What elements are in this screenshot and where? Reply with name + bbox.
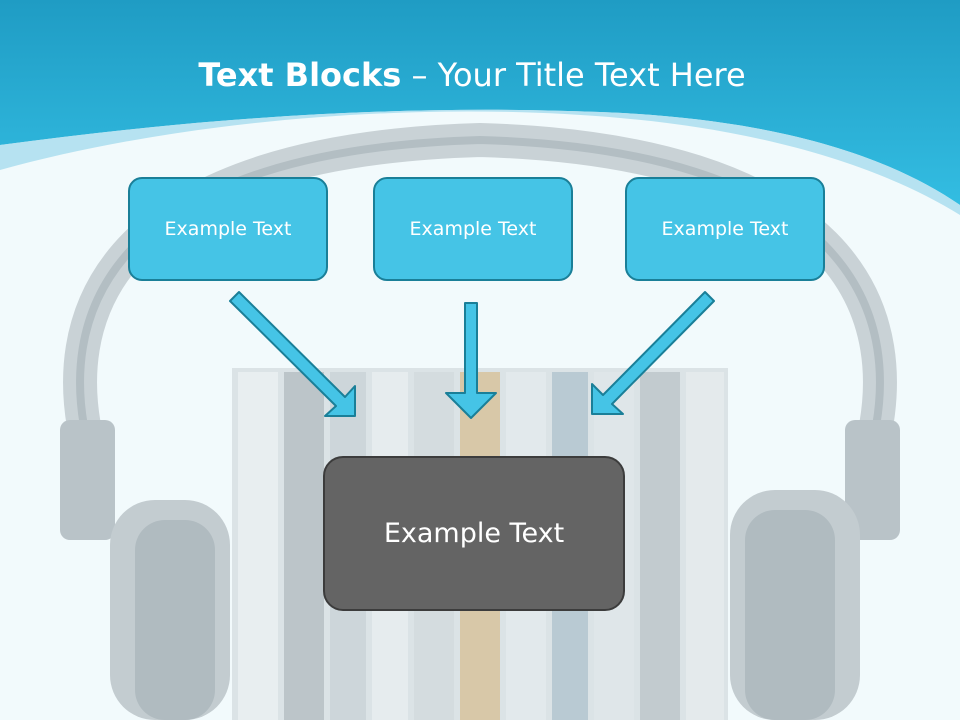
text-block-center-label: Example Text xyxy=(383,518,565,549)
text-block-top-left-label: Example Text xyxy=(164,218,292,240)
text-block-top-left: Example Text xyxy=(128,177,328,281)
headphones-image xyxy=(60,122,900,720)
text-block-top-right: Example Text xyxy=(625,177,825,281)
text-block-top-center-label: Example Text xyxy=(409,218,537,240)
slide-title: Text Blocks – Your Title Text Here xyxy=(0,56,944,94)
title-separator: – xyxy=(401,56,438,94)
title-bold: Text Blocks xyxy=(198,56,402,94)
text-block-center: Example Text xyxy=(323,456,625,611)
title-rest: Your Title Text Here xyxy=(437,56,746,94)
text-block-top-center: Example Text xyxy=(373,177,573,281)
text-block-top-right-label: Example Text xyxy=(661,218,789,240)
